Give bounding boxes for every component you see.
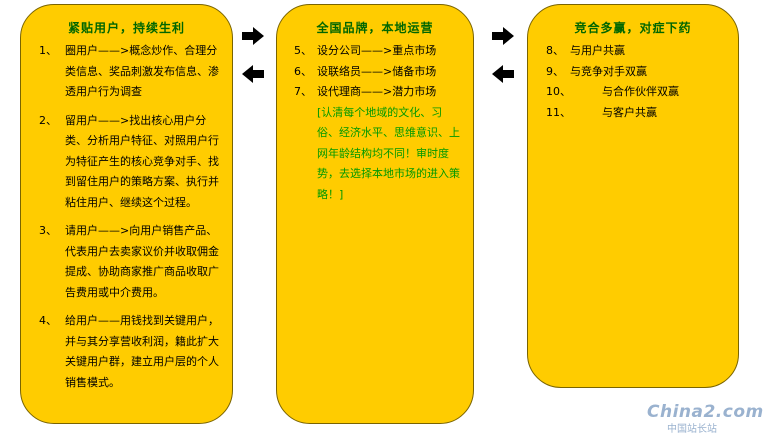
list-item: 10、 与合作伙伴双赢 — [528, 82, 738, 103]
item-text: 与用户共赢 — [570, 44, 625, 57]
item-text: 给用户——用钱找到关键用户，并与其分享营收利润，籍此扩大关键用户群，建立用户层的… — [65, 314, 219, 389]
item-number: 6、 — [294, 64, 312, 78]
list-item: 8、 与用户共赢 — [528, 41, 738, 62]
item-number: 7、 — [294, 85, 312, 98]
panel-user-retention: 紧贴用户，持续生利 1、 圈用户——>概念炒作、合理分类信息、奖品刺激发布信息、… — [20, 4, 233, 424]
item-text: 设分公司——>重点市场 — [317, 44, 437, 57]
note-item: [认清每个地域的文化、习俗、经济水平、思维意识、上网年龄结构均不同！审时度势，去… — [277, 103, 473, 206]
item-number: 3、 — [39, 224, 57, 237]
list-item: 2、 留用户——>找出核心用户分类、分析用户特征、对照用户行为特征产生的核心竞争… — [21, 111, 232, 214]
list-item: 1、 圈用户——>概念炒作、合理分类信息、奖品刺激发布信息、渗透用户行为调查 — [21, 41, 232, 103]
panel-title-right: 竞合多赢，对症下药 — [574, 21, 692, 35]
site-watermark: China2.com 中国站长站 — [647, 402, 764, 435]
item-text: 设代理商——>潜力市场 — [317, 85, 437, 98]
regional-note: [认清每个地域的文化、习俗、经济水平、思维意识、上网年龄结构均不同！审时度势，去… — [317, 105, 460, 201]
arrow-left-icon — [492, 65, 514, 83]
item-text: 设联络员——>储备市场 — [317, 64, 437, 78]
list-item: 6、 设联络员——>储备市场 — [277, 62, 473, 83]
arrow-right-icon — [492, 27, 514, 45]
list-item: 7、 设代理商——>潜力市场 — [277, 82, 473, 103]
panel-title-left: 紧贴用户，持续生利 — [67, 21, 185, 35]
list-item: 9、 与竞争对手双赢 — [528, 62, 738, 83]
item-text: 圈用户——>概念炒作、合理分类信息、奖品刺激发布信息、渗透用户行为调查 — [65, 44, 219, 98]
middle-item-list: 5、 设分公司——>重点市场 6、 设联络员——>储备市场 7、 设代理商——>… — [277, 41, 473, 205]
panel-title-middle: 全国品牌，本地运营 — [316, 21, 434, 35]
item-number: 11、 — [546, 105, 571, 119]
item-number: 2、 — [39, 113, 57, 127]
item-number: 5、 — [294, 44, 312, 57]
arrow-right-icon — [242, 27, 264, 45]
item-text: 请用户——>向用户销售产品、代表用户去卖家议价并收取佣金提成、协助商家推广商品收… — [65, 224, 219, 299]
item-text: 与竞争对手双赢 — [570, 64, 647, 78]
item-number: 4、 — [39, 314, 57, 327]
item-text: 留用户——>找出核心用户分类、分析用户特征、对照用户行为特征产生的核心竞争对手、… — [65, 113, 219, 209]
panel-national-brand: 全国品牌，本地运营 5、 设分公司——>重点市场 6、 设联络员——>储备市场 … — [276, 4, 474, 424]
item-number: 8、 — [546, 44, 564, 57]
list-item: 3、 请用户——>向用户销售产品、代表用户去卖家议价并收取佣金提成、协助商家推广… — [21, 221, 232, 303]
watermark-logo: China2.com — [647, 402, 764, 422]
list-item: 4、 给用户——用钱找到关键用户，并与其分享营收利润，籍此扩大关键用户群，建立用… — [21, 311, 232, 393]
panel-win-win: 竞合多赢，对症下药 8、 与用户共赢 9、 与竞争对手双赢 10、 与合作伙伴双… — [527, 4, 739, 388]
item-number: 1、 — [39, 44, 57, 57]
list-item: 5、 设分公司——>重点市场 — [277, 41, 473, 62]
item-text: 与客户共赢 — [602, 105, 657, 119]
watermark-subtitle: 中国站长站 — [667, 424, 717, 435]
right-item-list: 8、 与用户共赢 9、 与竞争对手双赢 10、 与合作伙伴双赢 11、 与客户共… — [528, 41, 738, 123]
list-item: 11、 与客户共赢 — [528, 103, 738, 124]
arrow-left-icon — [242, 65, 264, 83]
item-text: 与合作伙伴双赢 — [602, 85, 679, 98]
left-item-list: 1、 圈用户——>概念炒作、合理分类信息、奖品刺激发布信息、渗透用户行为调查 2… — [21, 41, 232, 401]
strategy-diagram: 紧贴用户，持续生利 1、 圈用户——>概念炒作、合理分类信息、奖品刺激发布信息、… — [20, 4, 764, 435]
item-number: 9、 — [546, 64, 564, 78]
item-number: 10、 — [546, 85, 571, 98]
